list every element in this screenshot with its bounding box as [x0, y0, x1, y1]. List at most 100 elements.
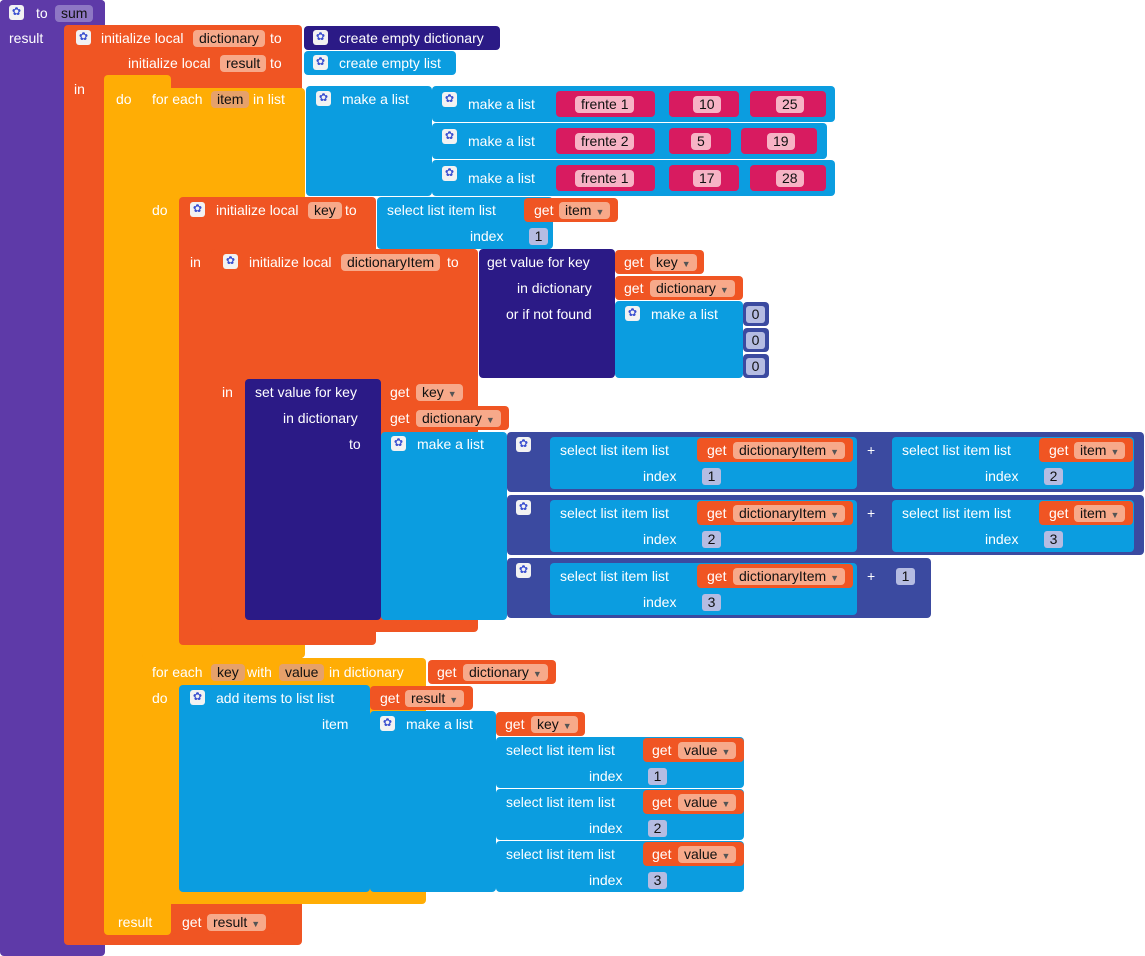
index-label: index	[643, 468, 677, 484]
procedure-name-field[interactable]: sum	[55, 5, 94, 22]
get-var-field[interactable]: result▼	[405, 690, 465, 707]
get-label: get	[505, 716, 525, 732]
get-var-field[interactable]: item▼	[1074, 505, 1126, 522]
number-field[interactable]: 1	[702, 468, 721, 485]
get-value-for-key-block[interactable]	[479, 249, 615, 378]
select-list-item-label: select list item list	[506, 846, 615, 862]
select-list-item-label: select list item list	[902, 442, 1011, 458]
text-field[interactable]: 25	[776, 96, 804, 113]
get-var-field[interactable]: value▼	[678, 742, 737, 759]
get-var-field[interactable]: dictionaryItem▼	[733, 505, 846, 522]
in-dictionary-label: in dictionary	[517, 280, 592, 296]
mutator-gear-icon[interactable]: ✿	[316, 91, 331, 106]
mutator-gear-icon[interactable]: ✿	[223, 254, 238, 269]
mutator-gear-icon[interactable]: ✿	[442, 92, 457, 107]
number-field[interactable]: 2	[702, 531, 721, 548]
mutator-gear-icon[interactable]: ✿	[76, 30, 91, 45]
in-label: in	[190, 254, 201, 270]
text-field[interactable]: 10	[693, 96, 721, 113]
select-list-item-block[interactable]	[377, 197, 553, 249]
number-field[interactable]: 2	[1044, 468, 1063, 485]
var-dictionaryitem-field[interactable]: dictionaryItem	[341, 254, 441, 271]
mutator-gear-icon[interactable]: ✿	[190, 202, 205, 217]
create-empty-dictionary-label: create empty dictionary	[339, 30, 484, 46]
do-label: do	[116, 91, 132, 107]
get-var-field[interactable]: dictionary▼	[650, 280, 735, 297]
create-empty-dictionary-block[interactable]	[304, 26, 500, 50]
in-dictionary-label: in dictionary	[329, 664, 404, 680]
mutator-gear-icon[interactable]: ✿	[9, 5, 24, 20]
var-key-field[interactable]: key	[211, 664, 245, 681]
init-local-label: initialize local	[216, 202, 299, 218]
add-items-to-list-block[interactable]	[179, 685, 370, 892]
get-var-field[interactable]: dictionary▼	[463, 664, 548, 681]
mutator-gear-icon[interactable]: ✿	[516, 500, 531, 515]
get-var-field[interactable]: value▼	[678, 794, 737, 811]
get-value-for-key-label: get value for key	[487, 254, 590, 270]
text-field[interactable]: frente 1	[575, 96, 635, 113]
set-value-for-key-label: set value for key	[255, 384, 357, 400]
number-field[interactable]: 0	[746, 306, 765, 323]
text-field[interactable]: 17	[693, 170, 721, 187]
var-dictionary-field[interactable]: dictionary	[193, 30, 265, 47]
index-label: index	[589, 872, 623, 888]
mutator-gear-icon[interactable]: ✿	[516, 563, 531, 578]
var-result-field[interactable]: result	[220, 55, 267, 72]
select-list-item-label: select list item list	[560, 505, 669, 521]
get-var-field[interactable]: value▼	[678, 846, 737, 863]
select-list-item-label: select list item list	[560, 568, 669, 584]
number-field[interactable]: 1	[648, 768, 667, 785]
init-local-label: initialize local	[249, 254, 332, 270]
plus-operator: +	[867, 442, 876, 458]
number-field[interactable]: 3	[1044, 531, 1063, 548]
text-field[interactable]: frente 2	[575, 133, 635, 150]
var-value-field[interactable]: value	[279, 664, 325, 681]
mutator-gear-icon[interactable]: ✿	[313, 30, 328, 45]
get-var-field[interactable]: key▼	[416, 384, 463, 401]
get-var-field[interactable]: item▼	[1074, 442, 1126, 459]
index-label: index	[643, 594, 677, 610]
get-var-field[interactable]: dictionaryItem▼	[733, 442, 846, 459]
text-field[interactable]: 5	[691, 133, 711, 150]
mutator-gear-icon[interactable]: ✿	[391, 436, 406, 451]
procedure-result-label: result	[9, 30, 44, 46]
var-item-field[interactable]: item	[211, 91, 250, 108]
mutator-gear-icon[interactable]: ✿	[380, 716, 395, 731]
get-var-field[interactable]: dictionaryItem▼	[733, 568, 846, 585]
text-field[interactable]: frente 1	[575, 170, 635, 187]
number-field[interactable]: 3	[702, 594, 721, 611]
number-field[interactable]: 3	[648, 872, 667, 889]
make-a-list-block[interactable]	[381, 432, 507, 620]
get-var-field[interactable]: item▼	[559, 202, 611, 219]
get-var-field[interactable]: key▼	[531, 716, 578, 733]
index-label: index	[589, 820, 623, 836]
mutator-gear-icon[interactable]: ✿	[442, 166, 457, 181]
number-field[interactable]: 1	[896, 568, 915, 585]
text-field[interactable]: 28	[776, 170, 804, 187]
mutator-gear-icon[interactable]: ✿	[442, 129, 457, 144]
create-empty-list-block[interactable]	[304, 51, 456, 75]
mutator-gear-icon[interactable]: ✿	[190, 690, 205, 705]
number-field[interactable]: 2	[648, 820, 667, 837]
number-field[interactable]: 0	[746, 332, 765, 349]
mutator-gear-icon[interactable]: ✿	[516, 437, 531, 452]
select-list-item-label: select list item list	[387, 202, 496, 218]
get-var-field[interactable]: dictionary▼	[416, 410, 501, 427]
item-label: item	[322, 716, 349, 732]
set-value-for-key-block[interactable]	[245, 379, 381, 620]
get-label: get	[707, 505, 727, 521]
mutator-gear-icon[interactable]: ✿	[313, 55, 328, 70]
get-label: get	[652, 846, 672, 862]
get-var-field[interactable]: key▼	[650, 254, 697, 271]
with-label: with	[247, 664, 272, 680]
var-key-field[interactable]: key	[308, 202, 342, 219]
make-a-list-label: make a list	[468, 133, 535, 149]
number-field[interactable]: 1	[529, 228, 548, 245]
mutator-gear-icon[interactable]: ✿	[625, 306, 640, 321]
index-label: index	[985, 531, 1019, 547]
get-label: get	[624, 254, 644, 270]
number-field[interactable]: 0	[746, 358, 765, 375]
get-result-var-field[interactable]: result▼	[207, 914, 267, 931]
make-a-list-block[interactable]	[370, 711, 496, 892]
text-field[interactable]: 19	[767, 133, 795, 150]
